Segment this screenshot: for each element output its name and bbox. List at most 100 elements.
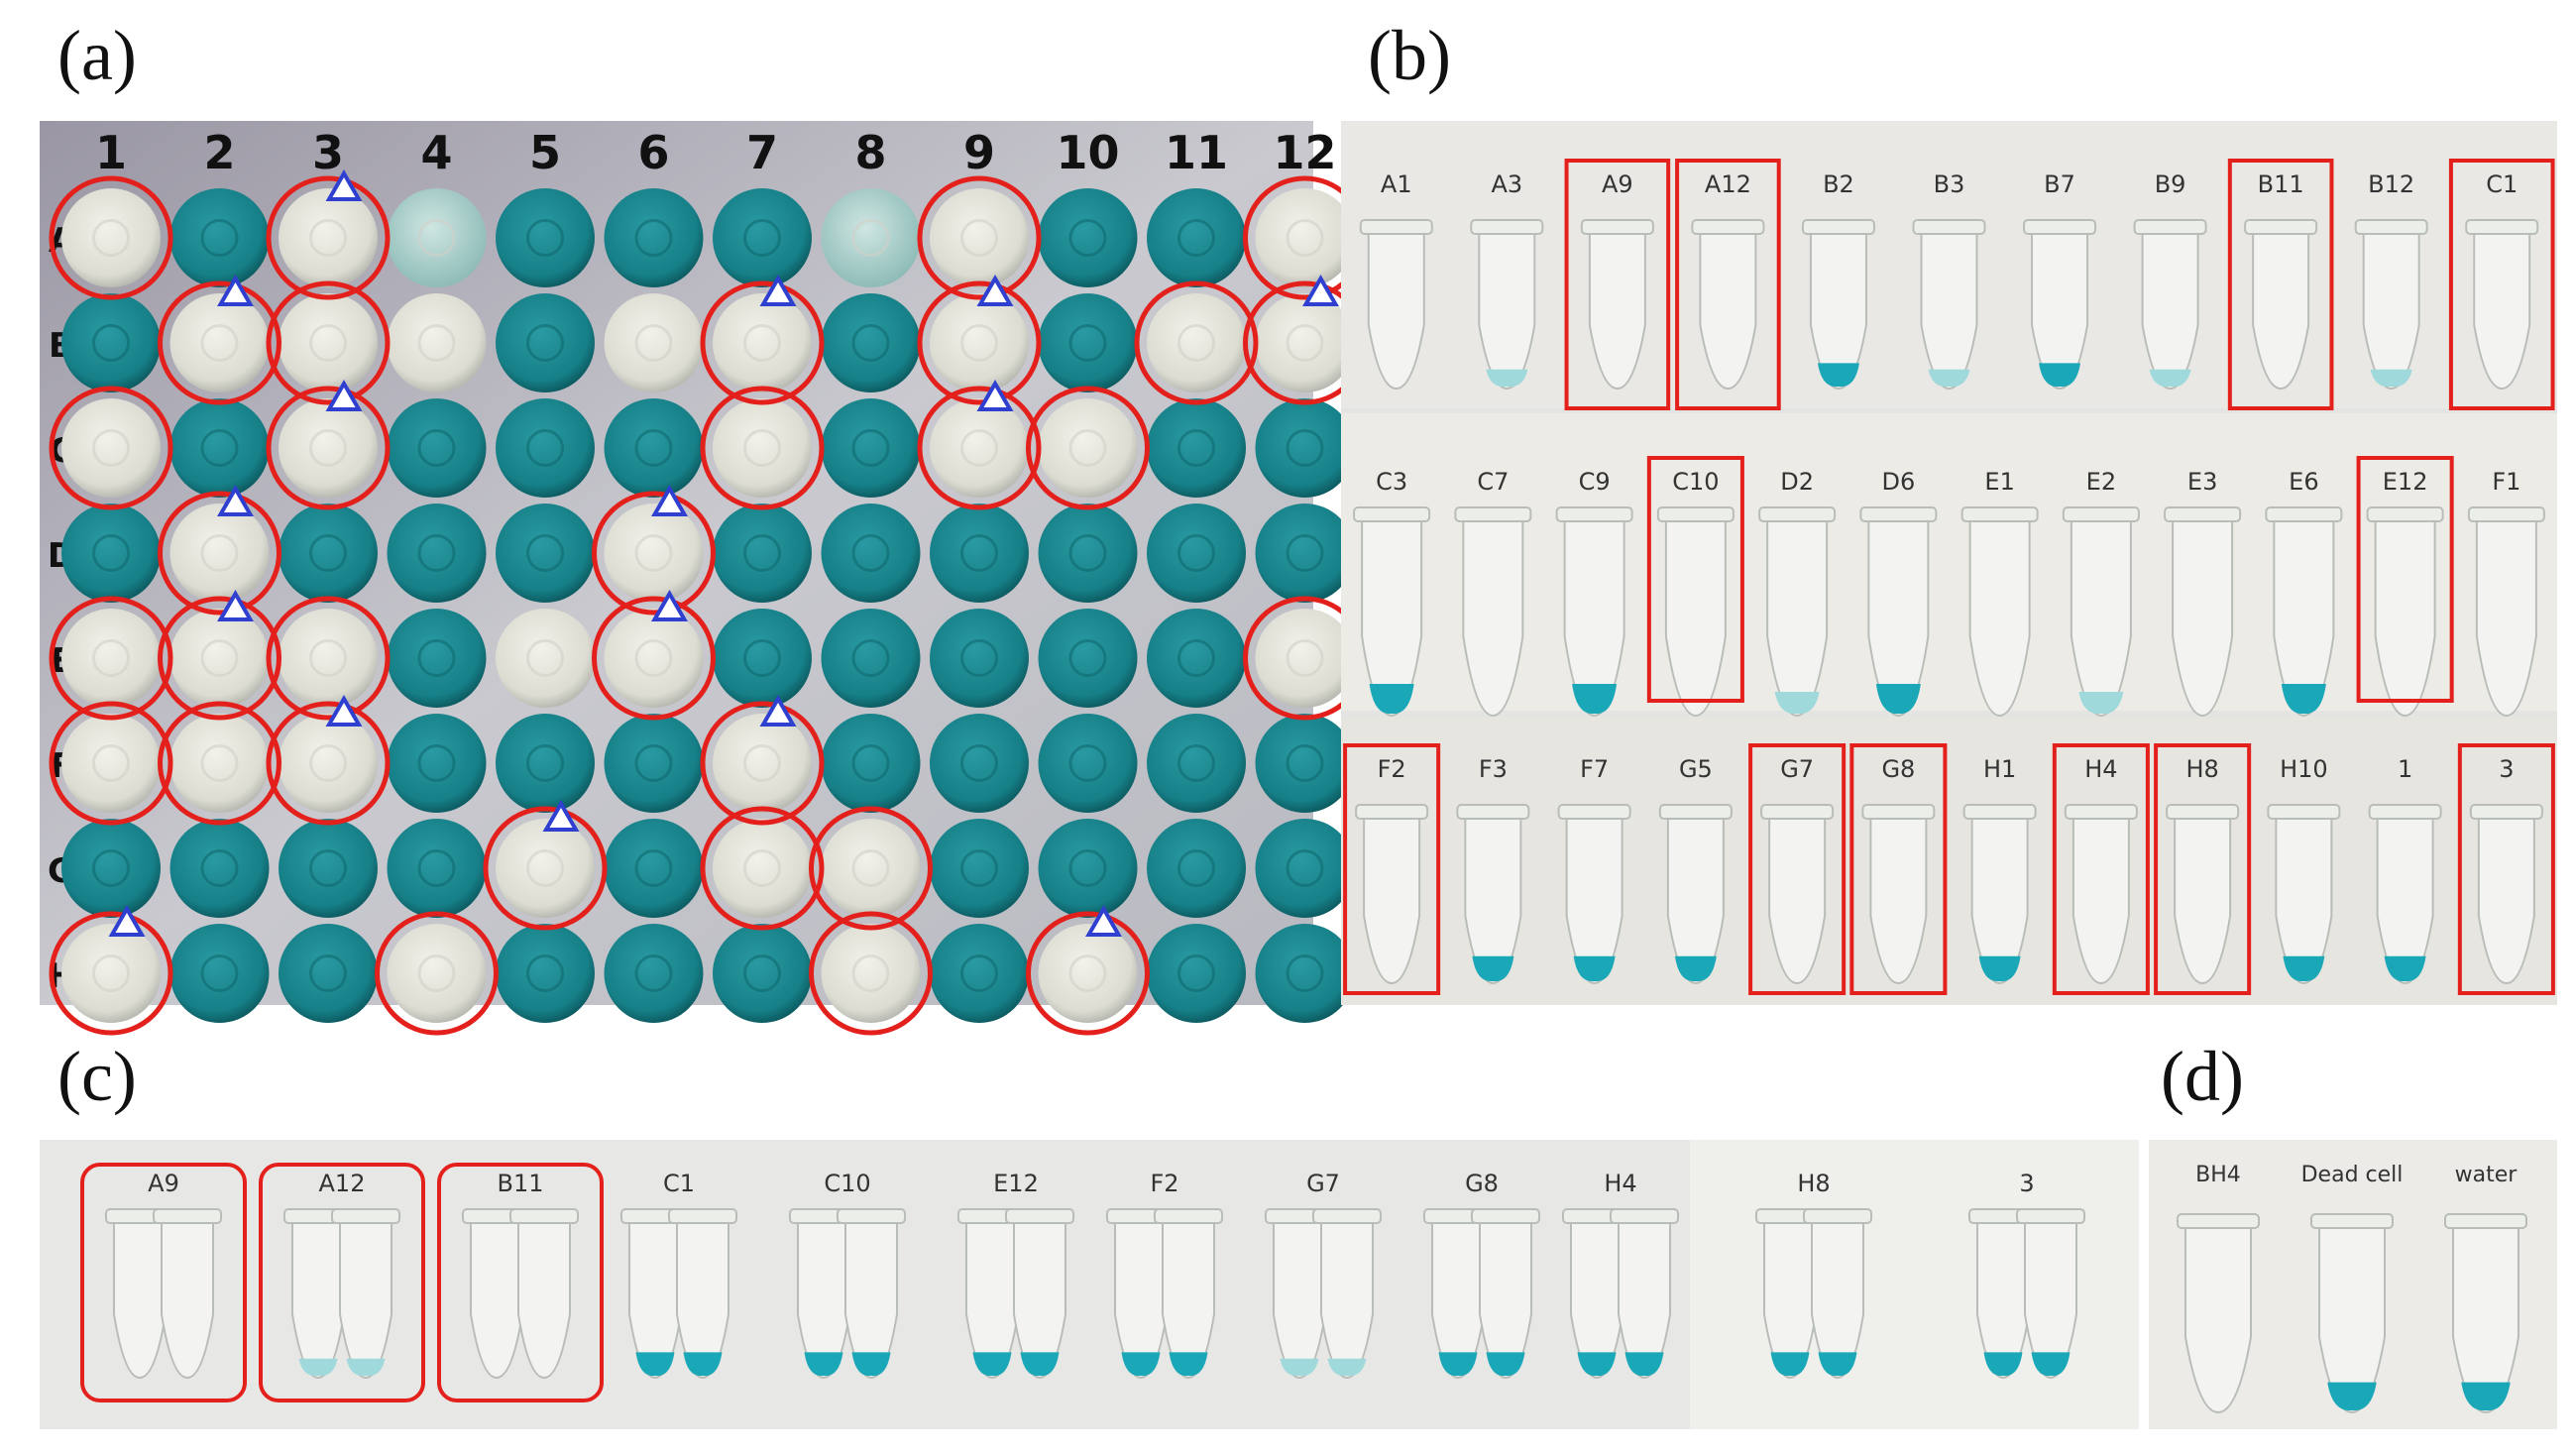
tube-label: A9 (148, 1170, 179, 1197)
well (604, 293, 704, 392)
well (61, 819, 161, 918)
tube-rim (509, 1208, 579, 1224)
tube-body (2070, 516, 2132, 718)
tube-body (2184, 1223, 2252, 1414)
well-center (417, 429, 456, 467)
well-center (526, 744, 564, 782)
well (387, 504, 487, 603)
well-center (1177, 954, 1215, 992)
triangle-marker (759, 274, 797, 306)
tube-rim (2366, 506, 2444, 522)
well-center (309, 324, 347, 362)
tube-rim (1758, 506, 1837, 522)
triangle-marker (325, 379, 363, 411)
tube-body (2376, 814, 2434, 985)
well (1255, 924, 1355, 1023)
well (61, 504, 161, 603)
well-center (200, 954, 239, 992)
well (930, 819, 1029, 918)
tube-label: H8 (1797, 1170, 1830, 1197)
well (61, 924, 161, 1023)
triangle-marker (651, 589, 688, 621)
well (604, 819, 704, 918)
tube-body (1361, 516, 1423, 718)
tube (283, 1208, 353, 1380)
well (821, 819, 921, 918)
tube-body (1867, 516, 1930, 718)
tube-rim (2310, 1213, 2394, 1229)
tube (1456, 804, 1530, 985)
tube-label: C10 (824, 1170, 870, 1197)
tube (1312, 1208, 1382, 1380)
well (279, 714, 378, 813)
well (713, 819, 812, 918)
red-box-marker (1564, 159, 1671, 410)
panel-label-c: (c) (57, 1037, 137, 1116)
tube (2177, 1213, 2260, 1414)
well-center (634, 744, 673, 782)
tube-body (1588, 229, 1646, 391)
column-label: 10 (1056, 126, 1119, 179)
red-circle-marker (158, 491, 281, 616)
tube-label: G7 (1780, 755, 1814, 783)
tube-body (2452, 1223, 2519, 1414)
well-center (634, 849, 673, 887)
tube-label: E3 (2187, 468, 2217, 496)
well (713, 293, 812, 392)
well (387, 714, 487, 813)
well-center (200, 639, 239, 677)
tube-liquid (1486, 369, 1528, 388)
tube (1760, 804, 1835, 985)
tube-label: C1 (2486, 170, 2518, 198)
tube (2133, 219, 2207, 391)
well (387, 398, 487, 498)
well-center (1068, 429, 1107, 467)
well (1255, 504, 1355, 603)
tube (2267, 804, 2341, 985)
well-center (743, 849, 781, 887)
tube-body (2362, 229, 2420, 391)
well-center (92, 324, 130, 362)
well-center (1177, 429, 1215, 467)
tube (509, 1208, 579, 1380)
red-circle-marker (158, 701, 281, 826)
tube-label: H4 (1604, 1170, 1636, 1197)
tube-rim (1580, 219, 1654, 235)
tube-body (470, 1218, 523, 1380)
tube-label: Dead cell (2301, 1163, 2404, 1187)
red-box-marker (1646, 456, 1744, 703)
red-box-marker (437, 1163, 604, 1402)
well-center (634, 429, 673, 467)
tube-label: H1 (1983, 755, 2016, 783)
tube (2244, 219, 2318, 391)
well-center (417, 744, 456, 782)
red-circle-marker (49, 175, 173, 300)
well-center (1177, 219, 1215, 257)
well (1147, 293, 1246, 392)
tube-body (2477, 814, 2535, 985)
tube-label: 3 (2019, 1170, 2034, 1197)
well (387, 293, 487, 392)
well-center (634, 324, 673, 362)
tube-label: water (2455, 1163, 2518, 1187)
tube-body (2473, 229, 2531, 391)
tube (1154, 1208, 1223, 1380)
tube-label: G5 (1679, 755, 1713, 783)
well-center (526, 324, 564, 362)
tube-rim (2267, 804, 2341, 820)
tube (1859, 506, 1938, 718)
tube-body (1013, 1218, 1066, 1380)
well (1038, 293, 1138, 392)
tube (2366, 506, 2444, 718)
well-center (960, 954, 998, 992)
tube-label: C3 (1376, 468, 1407, 496)
tube-rim (2064, 804, 2138, 820)
red-circle-marker (1134, 280, 1259, 405)
tube-label: E1 (1984, 468, 2014, 496)
tube-body (2252, 229, 2310, 391)
tube-body (676, 1218, 729, 1380)
tube-liquid (1020, 1352, 1060, 1377)
tube-liquid (2078, 692, 2124, 715)
